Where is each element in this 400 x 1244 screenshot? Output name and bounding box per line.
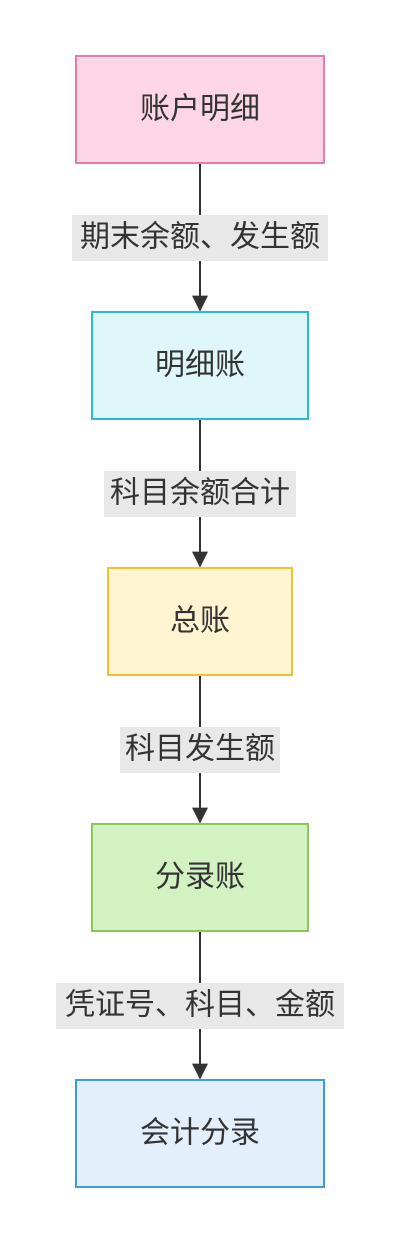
node-accounting-entry[interactable]: 会计分录 xyxy=(75,1079,325,1188)
edge-2: 科目余额合计 xyxy=(104,420,296,568)
edge-3: 科目发生额 xyxy=(120,676,280,824)
node-detail-ledger[interactable]: 明细账 xyxy=(91,311,309,420)
node-general-ledger[interactable]: 总账 xyxy=(107,567,293,676)
edge-3-label: 科目发生额 xyxy=(125,732,275,767)
node-4-box xyxy=(91,823,309,932)
node-5-label: 会计分录 xyxy=(140,1116,260,1151)
edge-4: 凭证号、科目、金额 xyxy=(56,932,344,1080)
node-5-box xyxy=(75,1079,325,1188)
edge-1: 期末余额、发生额 xyxy=(72,164,328,312)
node-2-label: 明细账 xyxy=(155,348,245,383)
edge-1-label: 期末余额、发生额 xyxy=(80,220,320,255)
node-3-box xyxy=(107,567,293,676)
node-1-box xyxy=(75,55,325,164)
node-account-detail[interactable]: 账户明细 xyxy=(75,55,325,164)
node-journal-ledger[interactable]: 分录账 xyxy=(91,823,309,932)
node-2-box xyxy=(91,311,309,420)
edge-3-label-bg xyxy=(120,727,280,773)
edge-4-label-bg xyxy=(56,983,344,1029)
edge-1-label-bg xyxy=(72,215,328,261)
edge-4-label: 凭证号、科目、金额 xyxy=(65,988,335,1023)
edge-2-label-bg xyxy=(104,471,296,517)
node-1-label: 账户明细 xyxy=(140,92,260,127)
node-4-label: 分录账 xyxy=(155,860,245,895)
node-3-label: 总账 xyxy=(170,604,230,639)
edge-2-label: 科目余额合计 xyxy=(110,476,290,511)
